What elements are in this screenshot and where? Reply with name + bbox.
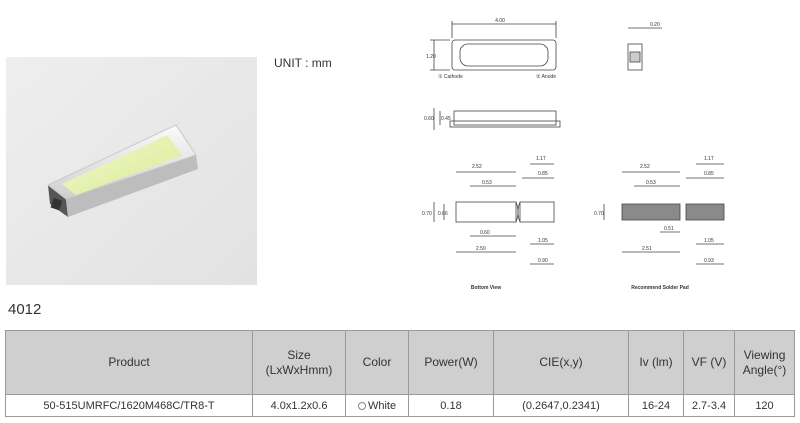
cell-vf: 2.7-3.4 [683, 394, 735, 417]
bottom-dim: 0.60 [480, 230, 490, 236]
unit-label: UNIT : mm [274, 56, 332, 70]
mechanical-drawing: 4.00 1.20 0.20 ① Cathode ② Anode 0.60 0.… [422, 18, 725, 291]
pad-dim: 1.05 [704, 238, 714, 244]
dim-top-height: 1.20 [426, 54, 436, 60]
model-number: 4012 [8, 301, 42, 318]
bottom-dim: 1.17 [536, 156, 546, 162]
bottom-view [433, 163, 555, 265]
dim-profile-b: 0.45 [441, 116, 451, 122]
cell-product: 50-515UMRFC/1620M468C/TR8-T [5, 394, 253, 417]
bottom-dim: 1.05 [538, 238, 548, 244]
table-row: 50-515UMRFC/1620M468C/TR8-T 4.0x1.2x0.6 … [5, 394, 795, 417]
pad-dim: 0.53 [646, 180, 656, 186]
bottom-dim: 0.90 [538, 258, 548, 264]
header-vf: VF (V) [683, 330, 735, 395]
product-photo [6, 57, 257, 285]
anode-label: ② Anode [536, 74, 556, 80]
dim-profile-a: 0.60 [424, 116, 434, 122]
pad-dim: 1.17 [704, 156, 714, 162]
spec-table: Product Size(LxWxHmm) Color Power(W) CIE… [5, 330, 795, 417]
header-size: Size(LxWxHmm) [252, 330, 346, 395]
cell-iv: 16-24 [628, 394, 684, 417]
dim-top-length: 4.00 [495, 18, 505, 24]
bottom-view-label: Bottom View [471, 285, 501, 291]
header-cie: CIE(x,y) [493, 330, 629, 395]
bottom-dim: 0.66 [438, 211, 448, 217]
white-circle-icon [357, 401, 366, 410]
bottom-dim: 0.85 [538, 171, 548, 177]
pad-dim: 2.52 [640, 164, 650, 170]
top-view [430, 21, 557, 71]
pad-dim: 0.85 [704, 171, 714, 177]
solder-pad-view [603, 163, 725, 265]
bottom-dim: 0.70 [422, 211, 432, 217]
cell-power: 0.18 [408, 394, 494, 417]
cell-size: 4.0x1.2x0.6 [252, 394, 346, 417]
pad-dim: 0.51 [664, 226, 674, 232]
header-power: Power(W) [408, 330, 494, 395]
led-package-image [6, 57, 257, 285]
pad-dim: 0.70 [594, 211, 604, 217]
table-header-row: Product Size(LxWxHmm) Color Power(W) CIE… [5, 330, 795, 395]
pad-dim: 0.93 [704, 258, 714, 264]
bottom-dim: 2.52 [472, 164, 482, 170]
cell-color: White [345, 394, 409, 417]
side-view [627, 27, 662, 71]
header-product: Product [5, 330, 253, 395]
solder-pad-label: Recommend Solder Pad [631, 285, 689, 291]
bottom-dim: 2.50 [476, 246, 486, 252]
cell-cie: (0.2647,0.2341) [493, 394, 629, 417]
bottom-dim: 0.53 [482, 180, 492, 186]
header-iv: Iv (lm) [628, 330, 684, 395]
cathode-label: ① Cathode [438, 74, 463, 80]
header-color: Color [345, 330, 409, 395]
profile-view [433, 108, 561, 130]
dim-side-width: 0.20 [650, 22, 660, 28]
cell-angle: 120 [734, 394, 795, 417]
pad-dim: 2.51 [642, 246, 652, 252]
